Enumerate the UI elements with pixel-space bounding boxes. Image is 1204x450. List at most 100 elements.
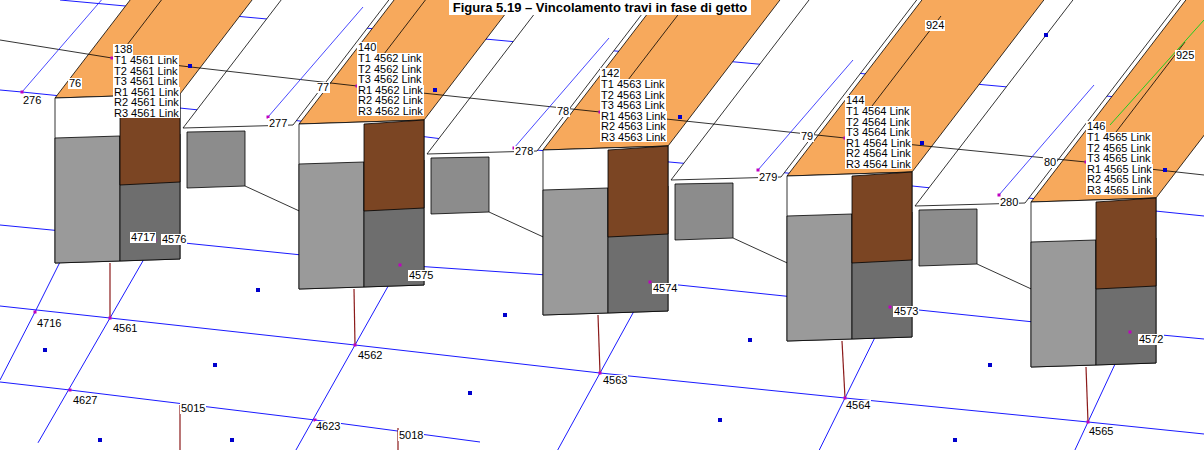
- node-point: [1087, 421, 1090, 424]
- node-number: 4561: [112, 323, 138, 334]
- element-centre: [213, 363, 217, 367]
- node-number: 4562: [357, 350, 383, 361]
- element-number: 80: [1043, 157, 1057, 168]
- mesh-line: [22, 0, 117, 92]
- node-number: 4574: [652, 283, 678, 294]
- mesh-line: [268, 7, 363, 117]
- mesh-line: [514, 38, 609, 148]
- secondary-beam-face: [431, 157, 489, 214]
- node-point: [109, 317, 112, 320]
- mesh-line: [999, 85, 1094, 195]
- beam-web-face: [55, 136, 120, 263]
- beam-web-face: [1031, 240, 1096, 367]
- node-number: 4575: [408, 270, 434, 281]
- node-number: 4565: [1088, 426, 1114, 437]
- element-centre: [748, 338, 752, 342]
- node-number: 144: [845, 95, 865, 106]
- link-label: R1 4565 Link: [1086, 164, 1153, 175]
- element-centre: [503, 313, 507, 317]
- node-number: 5015: [180, 403, 206, 414]
- beam-side-face: [608, 146, 668, 237]
- node-number: 279: [758, 172, 778, 183]
- link-label: T1 4564 Link: [845, 106, 911, 117]
- beam-section: [299, 120, 424, 289]
- node-number: 5018: [398, 430, 424, 441]
- element-centre: [98, 438, 102, 442]
- node-number: 140: [357, 42, 377, 53]
- link-label: T2 4565 Link: [1086, 143, 1152, 154]
- element-centre: [468, 391, 472, 395]
- node-number: 925: [1175, 50, 1195, 61]
- node-number: 4576: [161, 234, 187, 245]
- link-label: R3 4562 Link: [357, 106, 424, 117]
- link-element: [1086, 367, 1088, 422]
- node-point: [21, 91, 24, 94]
- beam-side-face: [852, 172, 912, 263]
- node-number: 276: [22, 95, 42, 106]
- secondary-beam-face: [919, 209, 977, 266]
- element-centre: [433, 88, 437, 92]
- beam-section: [543, 146, 668, 315]
- link-label: T1 4561 Link: [113, 55, 179, 66]
- element-centre: [230, 438, 234, 442]
- node-number: 4623: [315, 421, 341, 432]
- element-number: 78: [556, 106, 570, 117]
- link-label: R2 4563 Link: [600, 121, 667, 132]
- element-centre: [920, 141, 924, 145]
- node-number: 278: [514, 146, 534, 157]
- link-label: T2 4562 Link: [357, 64, 423, 75]
- figure-title: Figura 5.19 – Vincolamento travi in fase…: [449, 0, 752, 15]
- link-label: R1 4564 Link: [845, 138, 912, 149]
- beam-top-face: [1031, 0, 1204, 202]
- node-point: [354, 344, 357, 347]
- mesh-line: [758, 60, 853, 170]
- node-number: 142: [600, 68, 620, 79]
- element-number: 77: [316, 82, 330, 93]
- link-label: R2 4565 Link: [1086, 174, 1153, 185]
- node-number: 277: [268, 118, 288, 129]
- link-label: T3 4562 Link: [357, 74, 423, 85]
- link-label: T2 4563 Link: [600, 90, 666, 101]
- element-centre: [1044, 33, 1048, 37]
- link-element: [354, 289, 355, 345]
- node-number: 280: [999, 197, 1019, 208]
- link-label: R2 4564 Link: [845, 148, 912, 159]
- node-number: 4572: [1138, 334, 1164, 345]
- element-centre: [43, 348, 47, 352]
- beam-side-face: [1096, 198, 1156, 289]
- link-label: T3 4564 Link: [845, 127, 911, 138]
- element-centre: [953, 438, 957, 442]
- beam-mesh-line: [0, 40, 1204, 175]
- beam-side-face: [364, 120, 424, 211]
- link-label: T2 4564 Link: [845, 117, 911, 128]
- link-label: R2 4562 Link: [357, 95, 424, 106]
- link-label: R1 4561 Link: [113, 87, 180, 98]
- node-number: 4716: [36, 318, 62, 329]
- link-label: T1 4563 Link: [600, 79, 666, 90]
- beam-web-face: [299, 162, 364, 289]
- node-point: [34, 311, 37, 314]
- node-number: 4573: [893, 306, 919, 317]
- element-centre: [988, 363, 992, 367]
- link-label: R1 4562 Link: [357, 85, 424, 96]
- link-label: R2 4561 Link: [113, 97, 180, 108]
- link-element: [109, 263, 110, 318]
- node-number: 4563: [602, 375, 628, 386]
- element-centre: [1163, 168, 1167, 172]
- link-label: T3 4565 Link: [1086, 153, 1152, 164]
- link-label: T3 4561 Link: [113, 76, 179, 87]
- element-centre: [678, 115, 682, 119]
- node-number: 146: [1086, 121, 1106, 132]
- element-centre: [718, 418, 722, 422]
- node-number: 4564: [845, 400, 871, 411]
- link-label: R3 4563 Link: [600, 132, 667, 143]
- node-point: [399, 264, 402, 267]
- node-number: 4717: [130, 232, 156, 243]
- link-label: R3 4564 Link: [845, 159, 912, 170]
- link-label: T1 4565 Link: [1086, 132, 1152, 143]
- link-element: [842, 341, 845, 398]
- beam-web-face: [787, 214, 852, 341]
- link-label: R3 4561 Link: [113, 108, 180, 119]
- mesh-line: [1110, 20, 1204, 125]
